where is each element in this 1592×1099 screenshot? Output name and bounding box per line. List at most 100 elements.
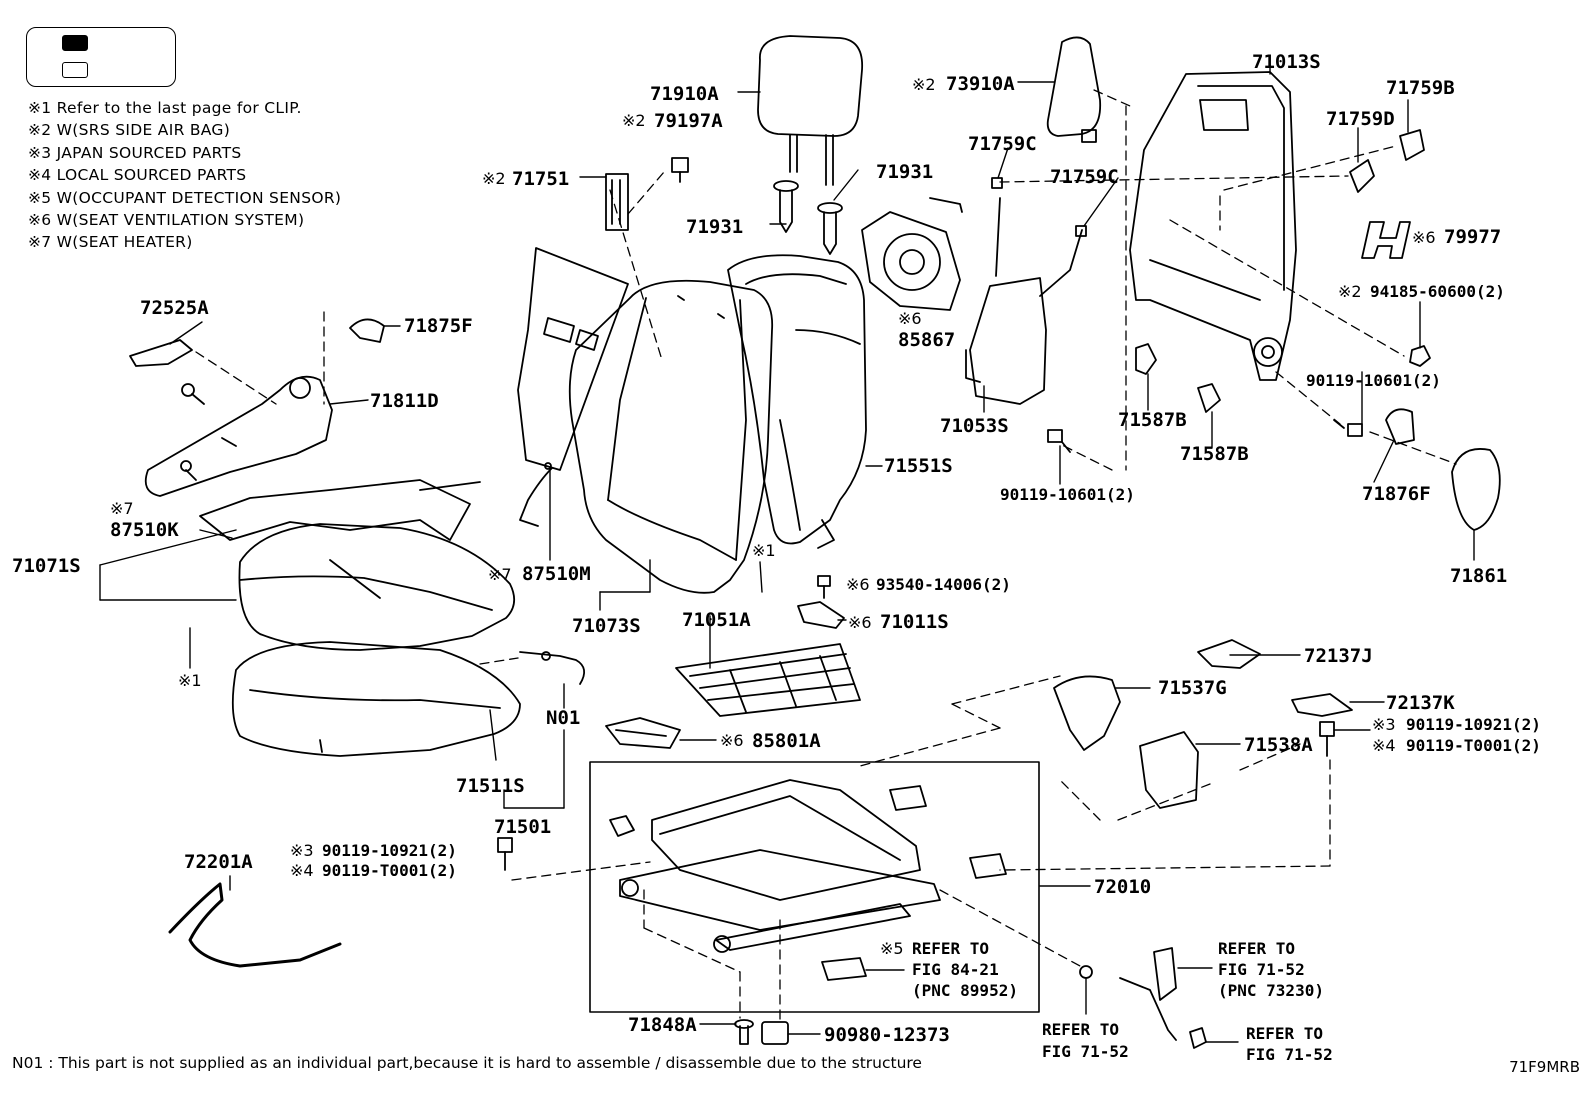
bolt-part [734,1019,754,1045]
seat-wire-part [168,882,342,968]
part-label: 90119-10601(2) [1000,485,1135,504]
note-mark: ※2 [912,75,936,94]
part-label: 71071S [12,555,81,577]
part-label: 72201A [184,851,253,873]
seat-adjuster-part [609,779,1007,953]
legend-note: ※4 LOCAL SOURCED PARTS [28,166,247,185]
part-label: 71551S [884,455,953,477]
note-mark: ※2 [1338,282,1362,301]
airbag-headrest-part [1046,36,1102,143]
note-mark: ※6 [1412,228,1436,247]
wire-harness-part [519,651,586,685]
reference-text: (PNC 73230) [1218,981,1324,1000]
part-label: N01 [546,707,580,729]
part-label: 90119-10921(2) [322,841,457,860]
part-label: 71875F [404,315,473,337]
note-mark: ※6 [848,613,872,632]
part-label: 71013S [1252,51,1321,73]
part-label: 72137K [1386,692,1455,714]
assembly-lines [195,89,1457,1021]
part-label: 79977 [1444,226,1501,248]
trim-part [1053,639,1353,809]
guide-bracket-part [605,173,629,231]
legend-note: ※1 Refer to the last page for CLIP. [28,99,302,117]
part-label: 71759B [1386,77,1455,99]
reference-text: FIG 71-52 [1246,1045,1333,1064]
connector-part [761,1021,789,1045]
legend-note: ※5 W(OCCUPANT DETECTION SENSOR) [28,188,342,207]
legend-note: ※7 W(SEAT HEATER) [28,233,193,252]
part-label: 90980-12373 [824,1024,950,1046]
clip-part [991,129,1425,413]
part-label: 71537G [1158,677,1227,699]
reference-text: REFER TO [1218,939,1295,958]
part-label: 71876F [1362,483,1431,505]
part-label: 71011S [880,611,949,633]
reference-text: REFER TO [912,939,989,958]
part-label: 85867 [898,329,955,351]
note-mark: ※3 [1372,715,1396,734]
note-mark: ※2 [622,111,646,130]
note-mark: ※6 [720,731,744,750]
note-mark: ※1 [178,671,202,690]
part-label: 90119-10601(2) [1306,371,1441,390]
cushion-heater-part [199,479,481,541]
part-label: 71910A [650,83,719,105]
part-label: 71538A [1244,734,1313,756]
reference-text: FIG 71-52 [1218,960,1305,979]
note-mark: ※2 [482,169,506,188]
connector-part [821,957,867,981]
part-label: 71931 [686,216,743,238]
part-label: 94185-60600(2) [1370,282,1505,301]
figure-code: 71F9MRB [1509,1058,1580,1076]
seatback-frame-part [1129,71,1297,381]
part-label: 71861 [1450,565,1507,587]
cushion-pad-part [231,641,521,757]
part-label: 73910A [946,73,1015,95]
legend-filled-swatch [62,35,88,51]
reference-text: (PNC 89952) [912,981,1018,1000]
reference-text: REFER TO [1246,1024,1323,1043]
legend-key-box [26,27,176,87]
part-label: 90119-T0001(2) [1406,736,1541,755]
part-label: 93540-14006(2) [876,575,1011,594]
legend-note: ※6 W(SEAT VENTILATION SYSTEM) [28,211,305,230]
legend-notes: ※1 Refer to the last page for CLIP. ※2 W… [28,97,341,254]
part-label: 72525A [140,297,209,319]
recliner-cover-part [1385,408,1415,445]
adjuster-box [589,761,1040,1013]
part-label: 71587B [1180,443,1249,465]
legend-empty-swatch [62,62,88,78]
ventilation-fan-part [861,197,963,311]
part-label: 71053S [940,415,1009,437]
ventilation-unit-part [605,717,681,749]
legend-note: ※2 W(SRS SIDE AIR BAG) [28,121,231,140]
leader-lines [99,63,1475,1043]
headrest-support-part [773,180,843,255]
bolt-part [497,721,1335,871]
screw-part [671,157,689,183]
part-label: 90119-10921(2) [1406,715,1541,734]
note-mark: ※4 [290,861,314,880]
part-label: 71931 [876,161,933,183]
part-label: 71051A [682,609,751,631]
part-label: 71501 [494,816,551,838]
note-mark: ※1 [752,541,776,560]
cushion-cover-part [238,523,516,651]
note-mark: ※3 [290,841,314,860]
part-label: 87510M [522,563,591,585]
armrest-cover-part [129,339,193,367]
part-label: 71759D [1326,108,1395,130]
footnote-n01: N01 : This part is not supplied as an in… [12,1054,922,1072]
pad-part [1361,221,1411,259]
armrest-part [144,375,333,497]
bracket-part [797,575,845,629]
note-mark: ※4 [1372,736,1396,755]
lumbar-support-part [965,197,1083,405]
reference-text: FIG 84-21 [912,960,999,979]
note-mark: ※5 [880,939,904,958]
part-label: 85801A [752,730,821,752]
legend-note: ※3 JAPAN SOURCED PARTS [28,143,242,162]
part-label: 71511S [456,775,525,797]
